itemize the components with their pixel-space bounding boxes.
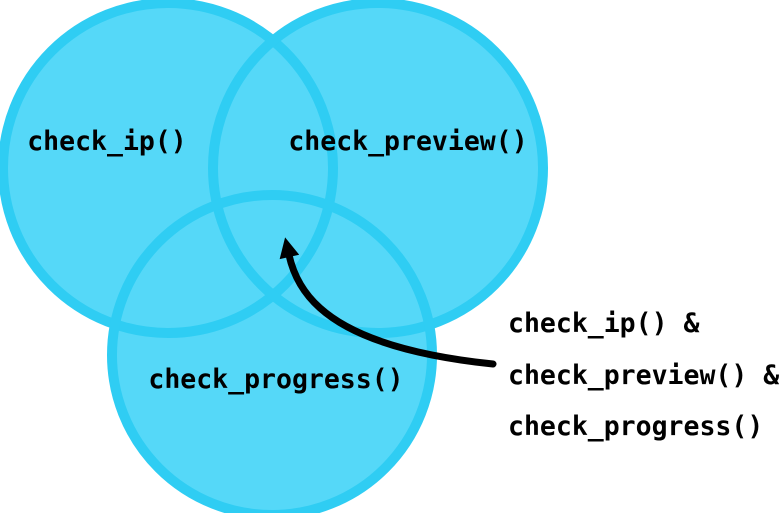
venn-circle-fills	[3, 3, 543, 513]
label-check-ip: check_ip()	[27, 126, 187, 157]
intersection-annotation: check_ip() & check_preview() & check_pro…	[508, 308, 779, 442]
intersection-arrow	[279, 237, 497, 368]
annotation-line-3: check_progress()	[508, 411, 763, 442]
label-check-progress: check_progress()	[148, 364, 403, 395]
circle-outline-check-preview	[208, 0, 548, 338]
label-check-preview: check_preview()	[288, 126, 527, 157]
annotation-line-2: check_preview() &	[508, 360, 779, 391]
circle-fill-check-progress	[112, 195, 432, 513]
annotation-line-1: check_ip() &	[508, 308, 699, 339]
circle-outline-check-ip	[0, 0, 338, 338]
